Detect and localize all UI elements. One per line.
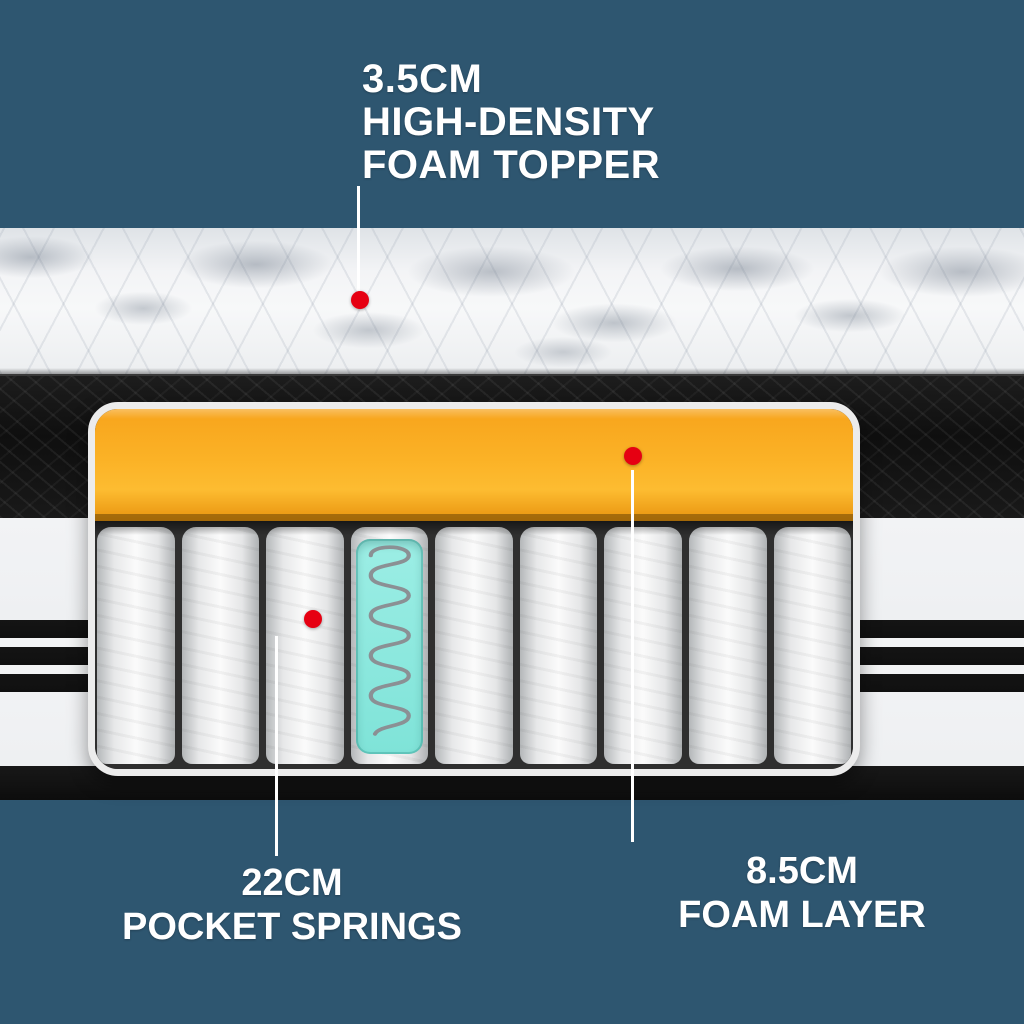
spring-pocket xyxy=(181,527,260,764)
cross-section-panel xyxy=(88,402,860,776)
mattress-top-surface xyxy=(0,228,1024,374)
spring-pocket xyxy=(519,527,598,764)
callout-dot-foam-topper xyxy=(351,291,369,309)
spring-coil-icon xyxy=(368,545,411,736)
callout-line-pocket-springs xyxy=(275,636,278,856)
label-foam-topper: 3.5CM HIGH-DENSITY FOAM TOPPER xyxy=(362,57,661,188)
callout-line-foam-topper xyxy=(357,186,360,296)
foam-layer-name: FOAM LAYER xyxy=(678,893,926,936)
spring-pocket-window xyxy=(355,539,424,754)
label-foam-layer: 8.5CM FOAM LAYER xyxy=(622,850,982,937)
callout-dot-pocket-springs xyxy=(304,610,322,628)
spring-pocket xyxy=(435,527,513,764)
foam-layer-measurement: 8.5CM xyxy=(746,850,858,892)
foam-topper-layer xyxy=(95,409,853,521)
pocket-springs-row xyxy=(95,521,853,769)
spring-pocket xyxy=(773,527,852,764)
label-pocket-springs: 22CM POCKET SPRINGS xyxy=(112,862,472,949)
spring-pocket xyxy=(266,527,344,764)
spring-pocket xyxy=(604,527,682,764)
pocket-springs-measurement: 22CM xyxy=(241,862,343,904)
foam-topper-name-line2: FOAM TOPPER xyxy=(362,143,661,188)
callout-dot-foam-layer xyxy=(624,447,642,465)
callout-line-foam-layer xyxy=(631,470,634,842)
spring-pocket xyxy=(97,527,175,764)
spring-pocket xyxy=(688,527,767,764)
foam-topper-name-line1: HIGH-DENSITY xyxy=(362,100,655,145)
spring-pocket-cutaway xyxy=(350,527,429,764)
pocket-springs-name: POCKET SPRINGS xyxy=(122,905,462,948)
foam-topper-measurement: 3.5CM xyxy=(362,57,483,101)
